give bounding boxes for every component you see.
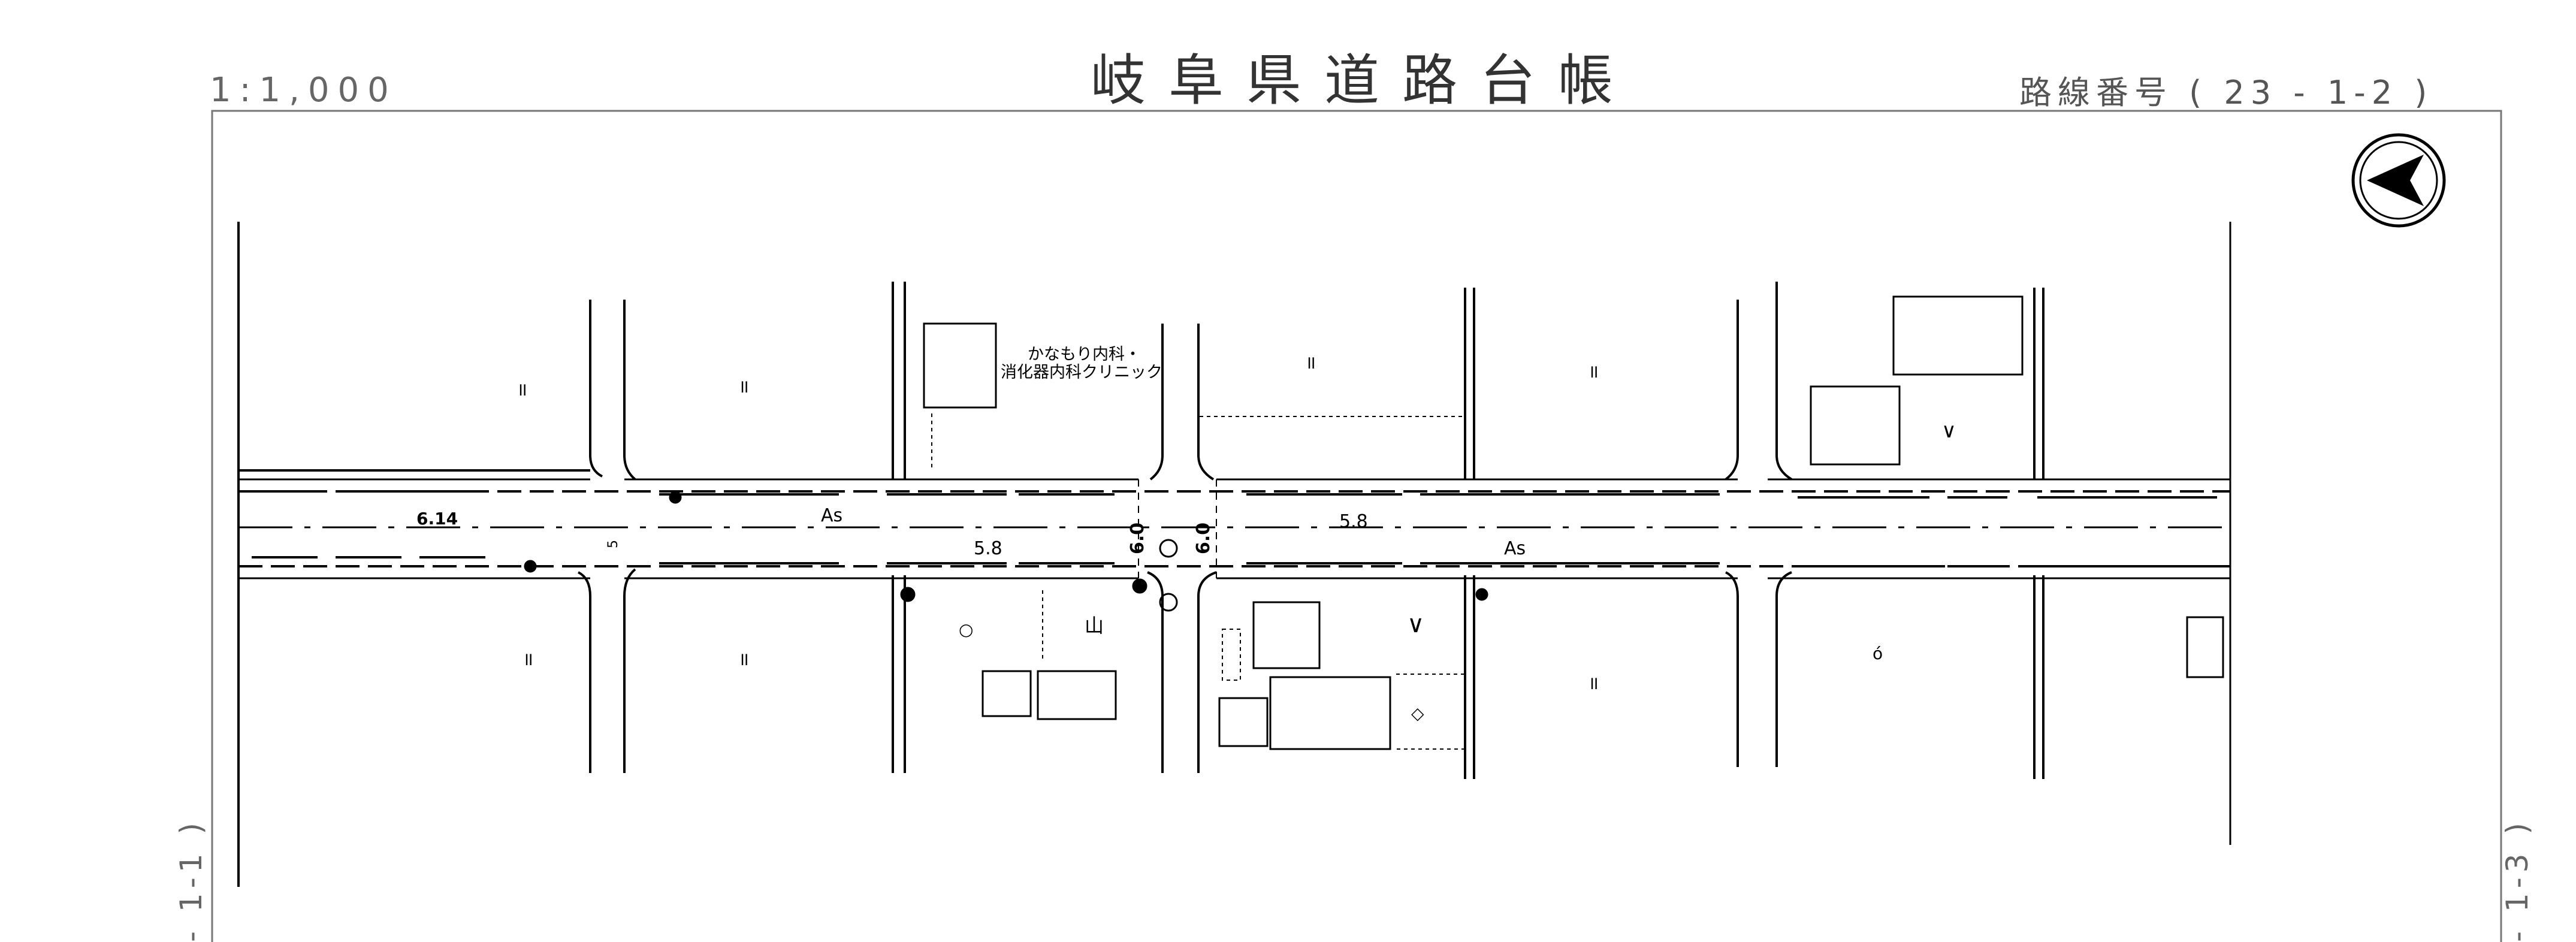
land-use-paddy-mark: ॥ xyxy=(1305,352,1316,373)
land-use-paddy-mark: ॥ xyxy=(523,649,533,670)
land-use-paddy-mark: ॥ xyxy=(738,376,749,397)
road-width-center: 5.8 xyxy=(974,538,1002,559)
lot-lines xyxy=(931,413,1466,750)
map-frame xyxy=(211,110,2502,942)
landmark-label-line2: 消化器内科クリニック xyxy=(1001,363,1162,382)
cross-width-label-2: 6.0 xyxy=(1193,523,1214,554)
land-use-field-mark: ∨ xyxy=(1941,419,1956,443)
cross-streets xyxy=(578,282,2045,779)
road-width-left: 6.14 xyxy=(416,509,458,529)
main-road xyxy=(238,469,2230,579)
road-width-right: 5.8 xyxy=(1339,511,1368,532)
land-use-waste-mark: ◇ xyxy=(1411,704,1424,723)
land-use-paddy-mark: ॥ xyxy=(738,649,749,670)
buildings xyxy=(923,295,2224,750)
route-number-label: 路線番号 ( 23 - 1-2 ) xyxy=(2019,74,2433,111)
land-use-orchard-mark: ό xyxy=(1873,644,1883,663)
sheet-title: 岐阜県道路台帳 xyxy=(1091,49,1636,113)
land-use-shrine-mark: ○ xyxy=(959,620,973,639)
north-arrow-icon xyxy=(2351,133,2446,228)
land-use-paddy-mark: ॥ xyxy=(517,379,527,400)
road-small-label: 5 xyxy=(606,540,621,548)
landmark-label-line1: かなもり内科・ xyxy=(1028,345,1141,364)
scale-label: 1:1,000 xyxy=(210,71,397,110)
road-surface-label-1: As xyxy=(821,505,842,526)
road-surface-label-2: As xyxy=(1504,538,1526,559)
land-use-field-mark: ∨ xyxy=(1407,611,1424,638)
cross-width-label-1: 6.0 xyxy=(1127,523,1148,554)
curb-marks xyxy=(252,490,2217,567)
land-use-paddy-mark: ॥ xyxy=(1588,673,1599,694)
land-use-paddy-mark: ॥ xyxy=(1588,361,1599,382)
pole-symbols xyxy=(524,491,1488,612)
land-use-mountain-mark: 山 xyxy=(1085,614,1104,637)
